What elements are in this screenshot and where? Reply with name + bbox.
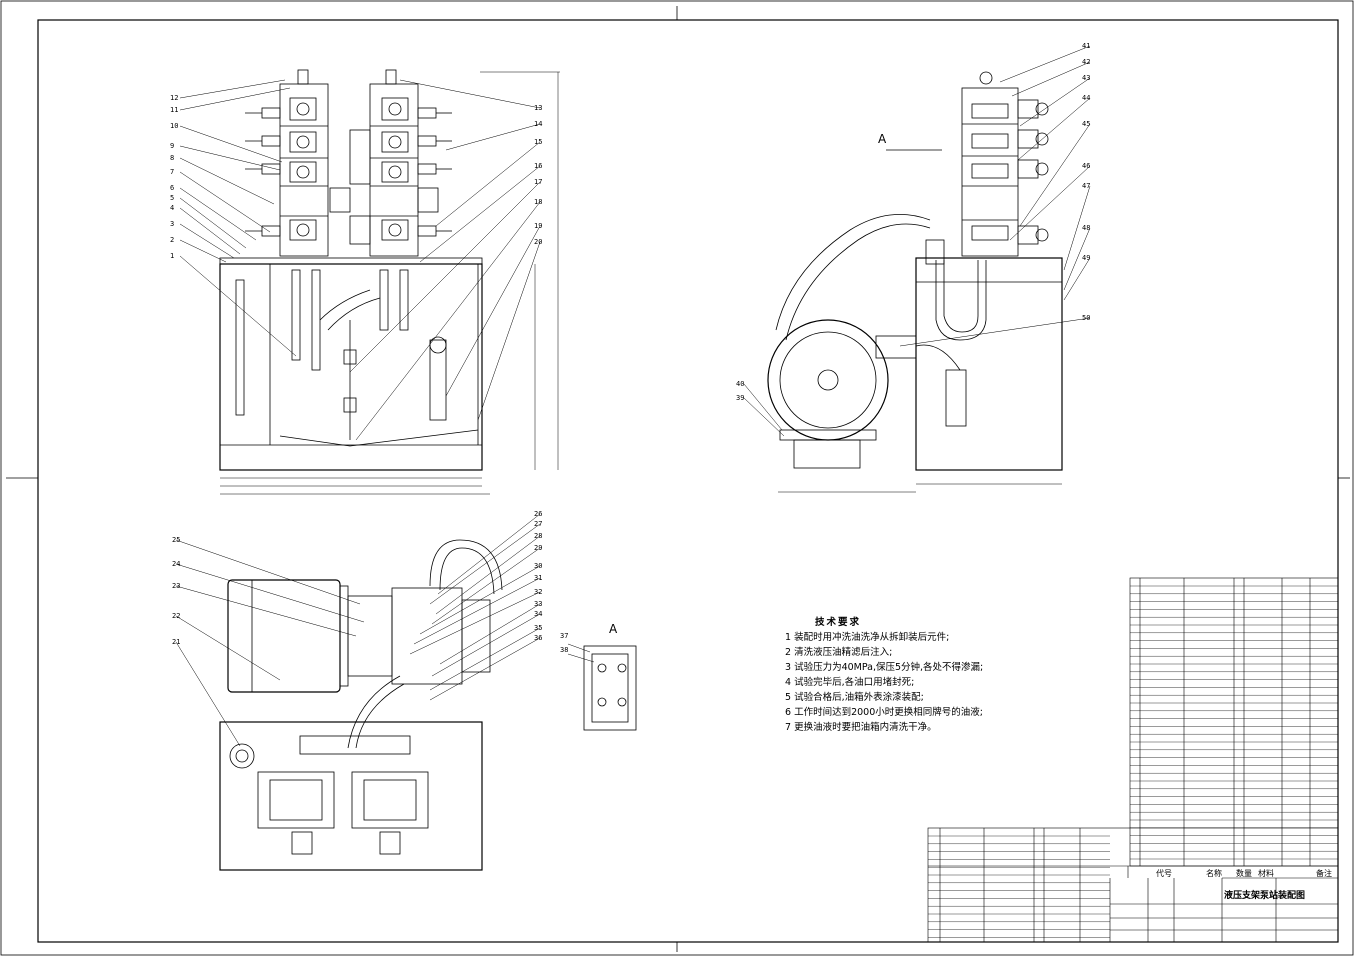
- part-balloon: 18: [534, 198, 543, 206]
- part-balloon: 13: [534, 104, 543, 112]
- part-balloon: 39: [736, 394, 745, 402]
- requirement-line: 4 试验完毕后,各油口用堵封死;: [785, 677, 915, 688]
- requirement-line: 7 更换油液时要把油箱内清洗干净。: [785, 722, 937, 733]
- part-balloon: 28: [534, 532, 543, 540]
- drawing-title: 液压支架泵站装配图: [1224, 891, 1306, 901]
- part-balloon: 15: [534, 138, 543, 146]
- part-balloon: 27: [534, 520, 543, 528]
- requirement-line: 2 清洗液压油精滤后注入;: [785, 647, 893, 658]
- part-balloon: 42: [1082, 58, 1091, 66]
- part-balloon: 14: [534, 120, 543, 128]
- part-balloon: 46: [1082, 162, 1091, 170]
- bom-header-code: 代号: [1156, 869, 1172, 878]
- part-balloon: 43: [1082, 74, 1091, 82]
- detail-a: [567, 643, 637, 731]
- part-balloon: 40: [736, 380, 745, 388]
- requirement-line: 6 工作时间达到2000小时更换相同牌号的油液;: [785, 707, 983, 718]
- part-balloon: 10: [170, 122, 179, 130]
- requirement-line: 1 装配时用冲洗油洗净从拆卸装后元件;: [785, 632, 950, 643]
- part-balloon: 33: [534, 600, 543, 608]
- part-balloon: 19: [534, 222, 543, 230]
- title-block: [927, 827, 1339, 943]
- part-balloon: 38: [560, 646, 569, 654]
- part-balloon: 44: [1082, 94, 1091, 102]
- front-view: [179, 69, 560, 495]
- part-balloon: 45: [1082, 120, 1091, 128]
- part-balloon: 25: [172, 536, 181, 544]
- requirement-line: 3 试验压力为40MPa,保压5分钟,各处不得渗漏;: [785, 662, 984, 673]
- part-balloon: 4: [170, 204, 175, 212]
- part-balloon: 34: [534, 610, 543, 618]
- technical-requirements: 技术要求 1 装配时用冲洗油洗净从拆卸装后元件; 2 清洗液压油精滤后注入; 3…: [785, 615, 983, 735]
- part-balloon: 24: [172, 560, 181, 568]
- part-balloon: 48: [1082, 224, 1091, 232]
- side-view: [743, 45, 1091, 493]
- bom-table: [1129, 577, 1339, 867]
- part-balloon: 50: [1082, 314, 1091, 322]
- top-view: [175, 513, 541, 871]
- part-balloon: 11: [170, 106, 179, 114]
- part-balloon: 30: [534, 562, 543, 570]
- part-balloon: 23: [172, 582, 181, 590]
- part-balloon: 22: [172, 612, 181, 620]
- part-balloon: 32: [534, 588, 543, 596]
- part-balloon: 35: [534, 624, 543, 632]
- part-balloon: 6: [170, 184, 175, 192]
- bom-header-material: 材料: [1258, 869, 1274, 878]
- part-balloon: 8: [170, 154, 175, 162]
- technical-requirements-title: 技术要求: [815, 617, 862, 628]
- part-balloon: 47: [1082, 182, 1091, 190]
- part-balloon: 37: [560, 632, 569, 640]
- bom-header-name: 名称: [1206, 869, 1222, 878]
- part-balloon: 17: [534, 178, 543, 186]
- detail-label-a: A: [609, 622, 618, 636]
- part-balloon: 20: [534, 238, 543, 246]
- requirement-line: 5 试验合格后,油箱外表涂漆装配;: [785, 692, 924, 703]
- part-balloon: 16: [534, 162, 543, 170]
- bom-header-remark: 备注: [1316, 869, 1332, 878]
- part-balloon: 36: [534, 634, 543, 642]
- part-balloon: 26: [534, 510, 543, 518]
- inner-frame: [37, 19, 1339, 943]
- part-balloon: 31: [534, 574, 543, 582]
- part-balloon: 21: [172, 638, 181, 646]
- bom-header-qty: 数量: [1236, 869, 1252, 878]
- part-balloon: 49: [1082, 254, 1091, 262]
- part-balloon: 5: [170, 194, 175, 202]
- part-balloon: 29: [534, 544, 543, 552]
- part-balloon: 3: [170, 220, 175, 228]
- part-balloon: 9: [170, 142, 175, 150]
- part-balloon: 41: [1082, 42, 1091, 50]
- section-label-a: A: [878, 132, 887, 146]
- part-balloon: 2: [170, 236, 175, 244]
- part-balloon: 12: [170, 94, 179, 102]
- part-balloon: 7: [170, 168, 175, 176]
- part-balloon: 1: [170, 252, 175, 260]
